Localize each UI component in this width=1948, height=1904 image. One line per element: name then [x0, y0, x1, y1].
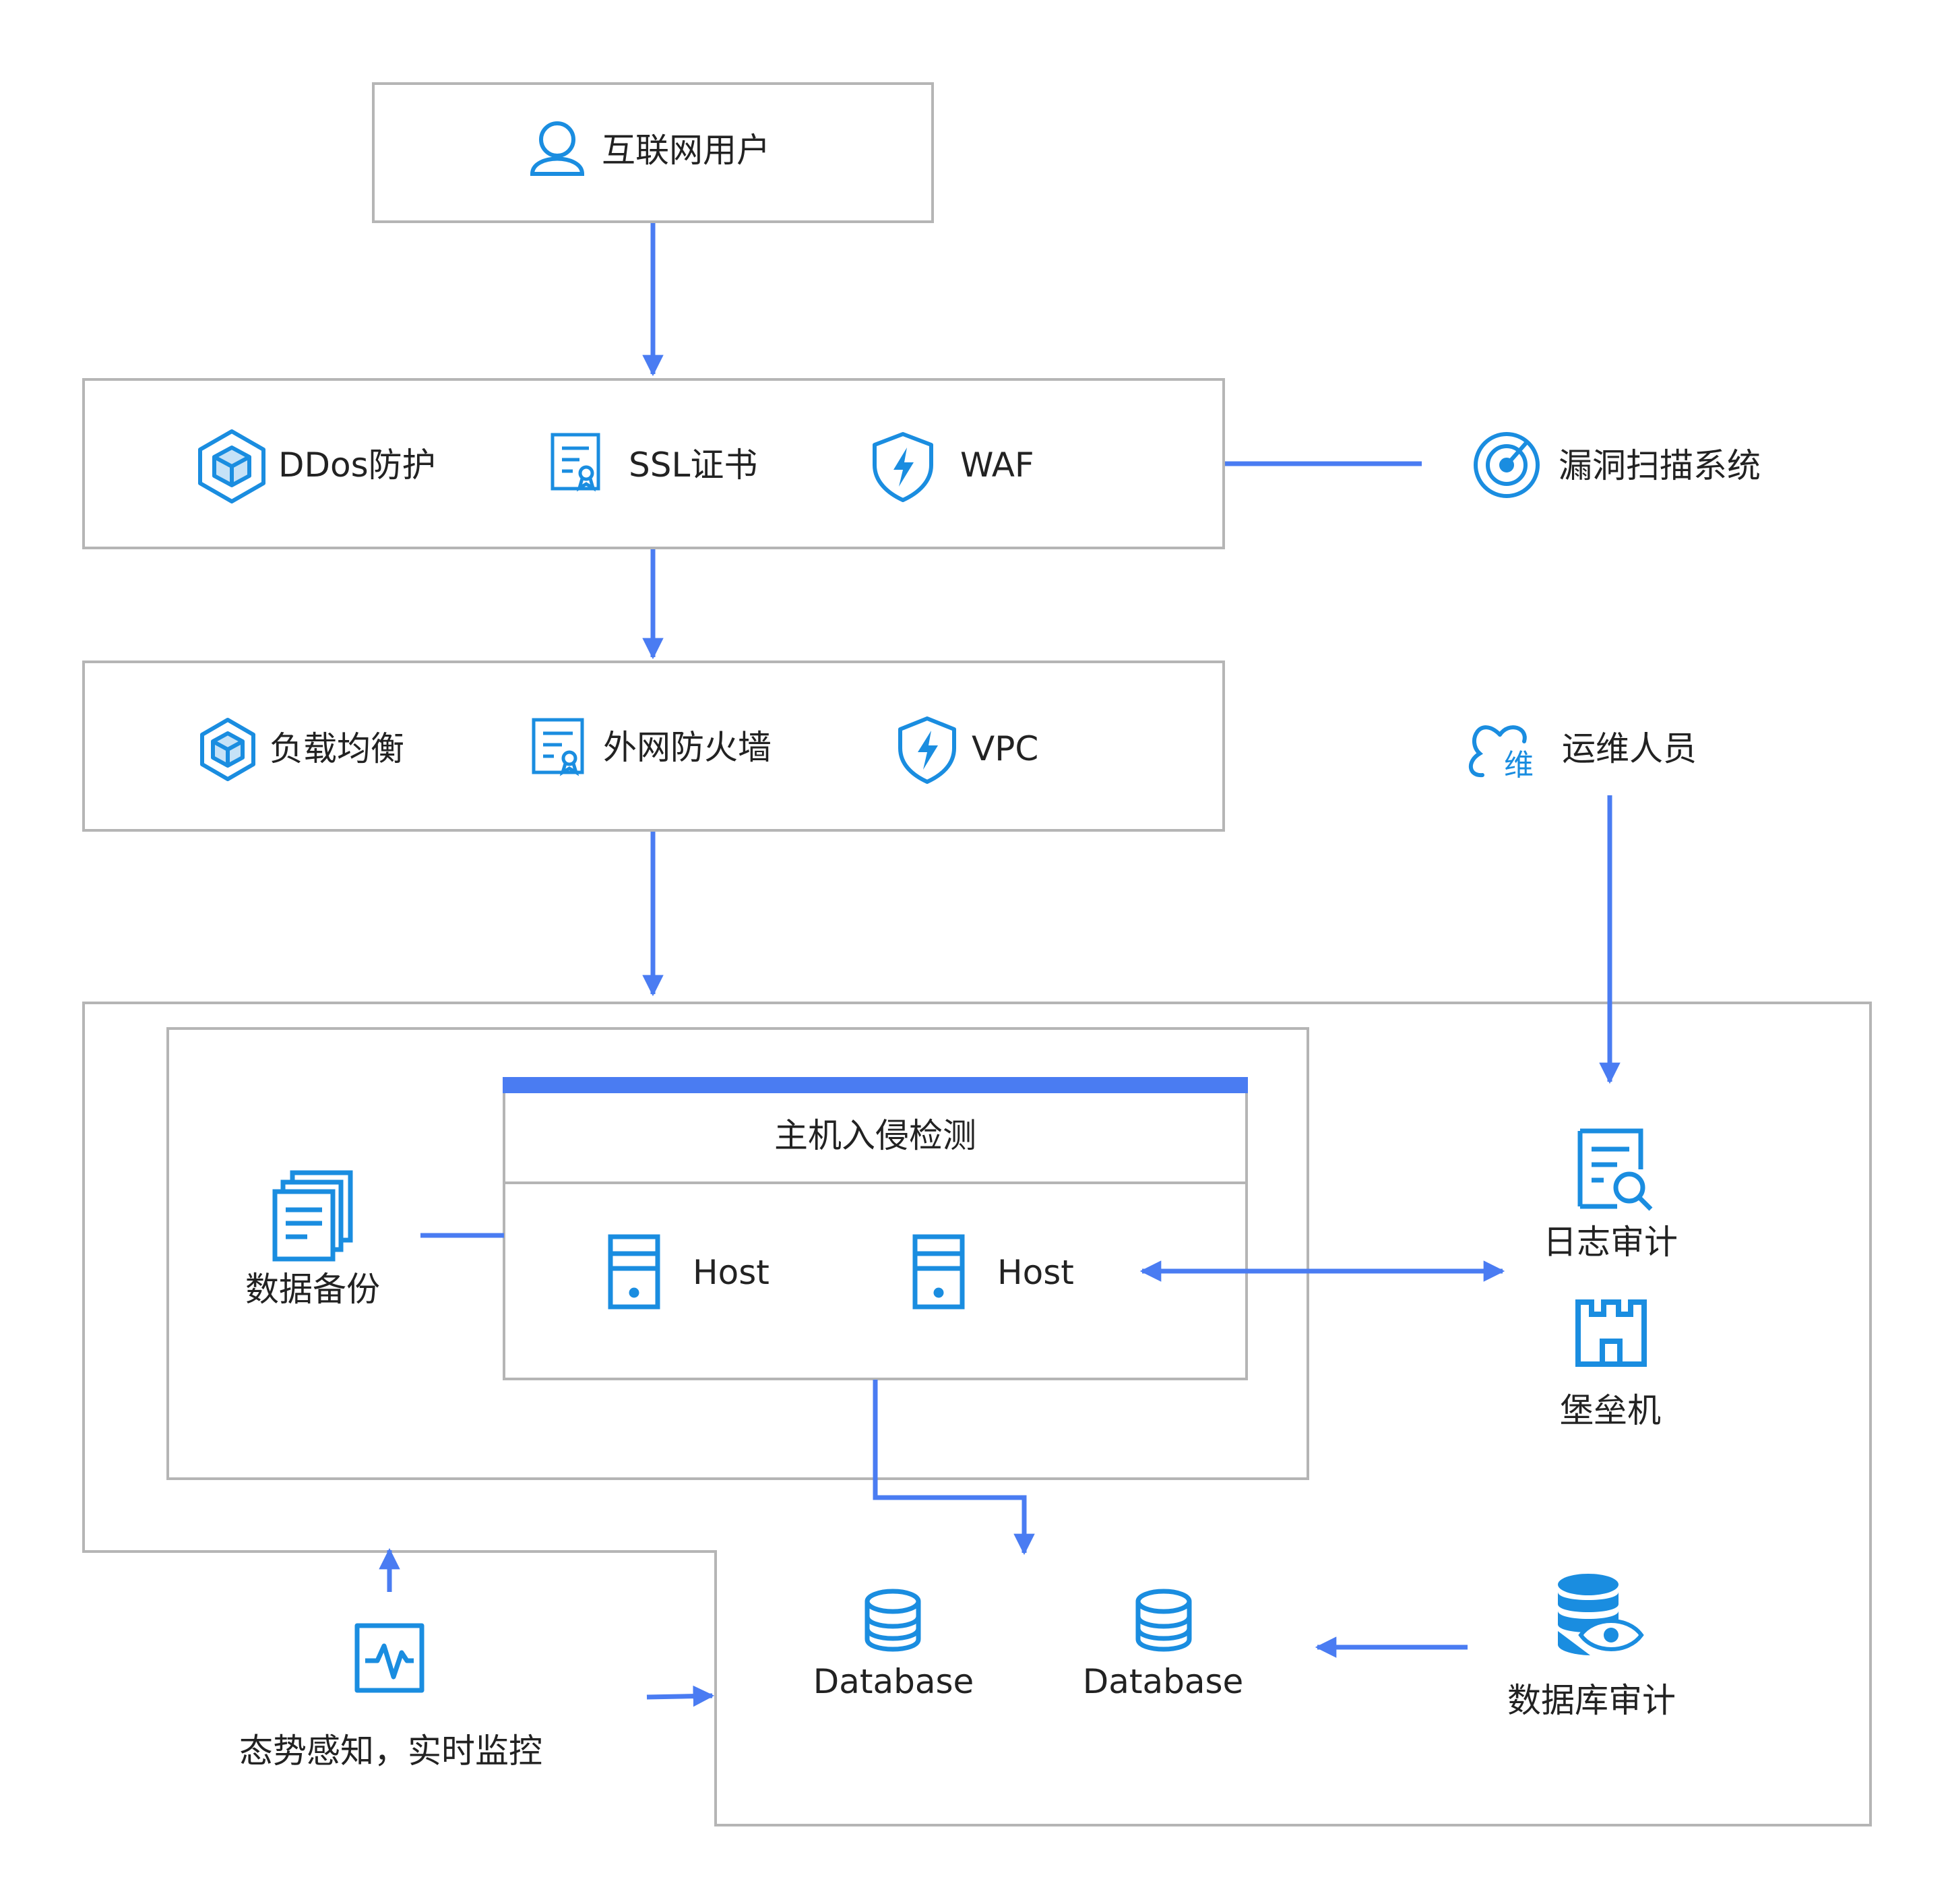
- documents-icon: [272, 1170, 353, 1262]
- ext-firewall-label: 外网防火墙: [603, 728, 772, 767]
- log-search-icon: [1577, 1128, 1653, 1211]
- network-layer-box: [82, 661, 1225, 832]
- hids-header-bar: [503, 1077, 1248, 1093]
- internet-user-label: 互联网用户: [602, 131, 770, 170]
- vpc-label: VPC: [972, 729, 1038, 768]
- lightning-shield-icon: [873, 432, 933, 502]
- data-backup-label: 数据备份: [245, 1270, 380, 1309]
- edge-protection-box: [82, 378, 1225, 549]
- database-1-label: Database: [813, 1662, 974, 1701]
- hids-title: 主机入侵检测: [774, 1116, 976, 1155]
- monitor-pulse-icon: [354, 1623, 425, 1693]
- hids-panel: [503, 1080, 1248, 1380]
- load-balance-label: 负载均衡: [270, 729, 404, 768]
- arrow-hids-to-database: [873, 1380, 1035, 1556]
- internal-zone-outline: [82, 1002, 1872, 1826]
- ops-staff-label: 运维人员: [1562, 729, 1697, 768]
- database-icon: [865, 1589, 921, 1652]
- server-icon: [912, 1234, 965, 1310]
- ssl-label: SSL证书: [629, 446, 757, 485]
- ddos-label: DDos防护: [278, 446, 436, 485]
- database-eye-icon: [1558, 1574, 1644, 1655]
- cube-shield-icon: [200, 718, 255, 781]
- waf-label: WAF: [960, 446, 1034, 485]
- certificate-icon: [532, 718, 584, 776]
- host-1-label: Host: [693, 1253, 769, 1292]
- database-2-label: Database: [1083, 1662, 1244, 1701]
- arrow-monitor-right: [646, 1685, 715, 1707]
- ops-badge-text: 维: [1504, 748, 1534, 782]
- host-2-label: Host: [997, 1253, 1074, 1292]
- server-icon: [608, 1234, 660, 1310]
- operator-icon: 维: [1468, 725, 1534, 782]
- vuln-scan-label: 漏洞扫描系统: [1559, 446, 1761, 485]
- log-audit-label: 日志审计: [1543, 1223, 1678, 1262]
- castle-icon: [1575, 1299, 1647, 1367]
- cube-shield-icon: [198, 429, 265, 503]
- certificate-icon: [551, 433, 600, 492]
- db-audit-label: 数据库审计: [1507, 1681, 1676, 1720]
- lightning-shield-icon: [898, 716, 956, 784]
- radar-icon: [1474, 432, 1540, 498]
- user-icon: [530, 121, 585, 176]
- bastion-label: 堡垒机: [1560, 1391, 1661, 1430]
- internet-user-box: [372, 82, 934, 223]
- database-icon: [1135, 1589, 1192, 1652]
- monitoring-label: 态势感知，实时监控: [239, 1731, 542, 1771]
